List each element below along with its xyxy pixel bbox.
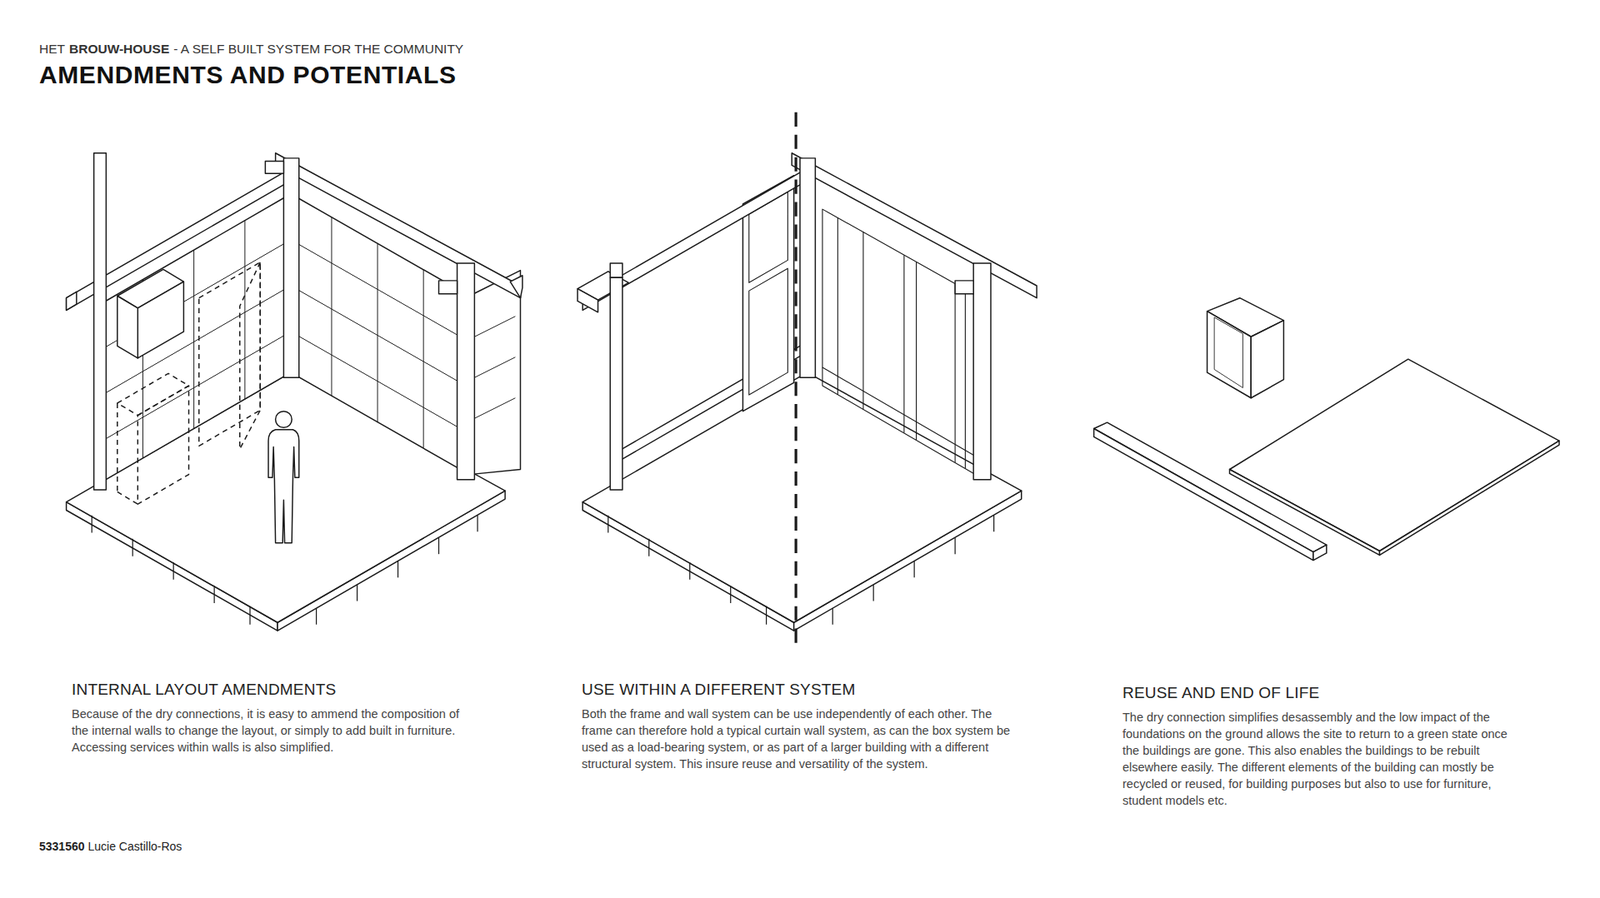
split-line — [795, 112, 798, 645]
components — [1094, 298, 1560, 561]
header-text: BROUW-HOUSE — [69, 41, 170, 57]
frame-system — [577, 153, 1037, 631]
page-title: AMENDMENTS AND POTENTIALS — [39, 60, 457, 90]
section-heading: USE WITHIN A DIFFERENT SYSTEM — [581, 680, 856, 700]
section-heading: INTERNAL LAYOUT AMENDMENTS — [71, 680, 336, 700]
section-heading: REUSE AND END OF LIFE — [1122, 684, 1320, 703]
header-text: 5331560 — [39, 840, 85, 854]
header-text: HET — [39, 41, 65, 57]
section-body: Because of the dry connections, it is ea… — [71, 705, 472, 756]
room-with-panels — [66, 153, 523, 631]
header-text: Lucie Castillo-Ros — [88, 840, 183, 854]
section-body: Both the frame and wall system can be us… — [581, 705, 1024, 773]
section-body: The dry connection simplifies desassembl… — [1122, 709, 1515, 810]
header-text: - A SELF BUILT SYSTEM FOR THE COMMUNITY — [173, 41, 464, 57]
